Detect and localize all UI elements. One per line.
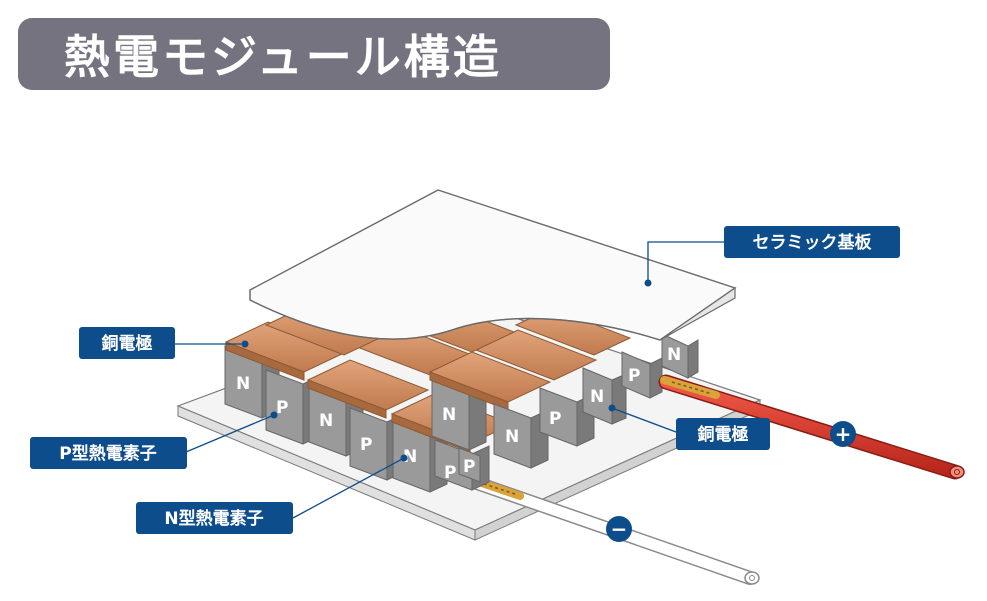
element-letter: N bbox=[590, 387, 604, 407]
title-banner: 熱電モジュール構造 bbox=[18, 18, 610, 90]
element-letter: P bbox=[628, 366, 640, 386]
page-title: 熱電モジュール構造 bbox=[64, 30, 502, 84]
label-copper-right: 銅電極 bbox=[676, 418, 770, 450]
p-element-callout-line bbox=[185, 414, 275, 453]
positive-wire-end bbox=[949, 465, 965, 479]
element-letter: N bbox=[442, 405, 456, 425]
label-p-element-text: P型熱電素子 bbox=[59, 443, 156, 464]
copper-right-callout-line bbox=[611, 407, 677, 433]
label-p-element: P型熱電素子 bbox=[30, 437, 187, 469]
negative-wire-end bbox=[744, 571, 760, 585]
label-copper-top-text: 銅電極 bbox=[102, 333, 153, 354]
element-letter: N bbox=[505, 427, 519, 447]
copper-electrode-mid-2 bbox=[428, 351, 552, 411]
element-letter: N bbox=[667, 345, 681, 365]
element-mid-5: P bbox=[621, 351, 663, 399]
label-ceramic-text: セラミック基板 bbox=[753, 232, 873, 253]
element-letter: P bbox=[276, 398, 288, 418]
n-element-callout-line bbox=[292, 457, 405, 519]
element-letter: N bbox=[236, 374, 250, 394]
element-letter: N bbox=[319, 411, 333, 431]
callout-lines bbox=[174, 241, 724, 519]
top-plate-edge bbox=[249, 286, 736, 341]
top-plate-face bbox=[249, 189, 737, 341]
element-letter: P bbox=[360, 435, 372, 455]
label-n-element-text: N型熱電素子 bbox=[164, 508, 263, 529]
label-copper-top: 銅電極 bbox=[79, 327, 175, 359]
element-letter: P bbox=[463, 457, 475, 477]
positive-wire bbox=[658, 374, 965, 480]
top-ceramic-substrate bbox=[249, 189, 737, 341]
element-letter: P bbox=[444, 463, 456, 483]
element-letter: P bbox=[549, 409, 561, 429]
copper-electrode-front-2 bbox=[306, 359, 430, 419]
element-mid-1: N bbox=[431, 377, 487, 451]
element-mid-6: N bbox=[661, 333, 699, 379]
negative-sign: − bbox=[611, 517, 628, 541]
positive-terminal-marker: + bbox=[830, 421, 856, 447]
ceramic-callout-line bbox=[647, 241, 724, 283]
positive-sign: + bbox=[835, 422, 852, 446]
label-n-element: N型熱電素子 bbox=[136, 502, 293, 534]
label-ceramic: セラミック基板 bbox=[724, 226, 900, 258]
element-front-7: P bbox=[458, 447, 481, 483]
element-letter: N bbox=[403, 447, 417, 467]
negative-terminal-marker: − bbox=[606, 516, 632, 542]
label-copper-right-text: 銅電極 bbox=[698, 424, 749, 445]
